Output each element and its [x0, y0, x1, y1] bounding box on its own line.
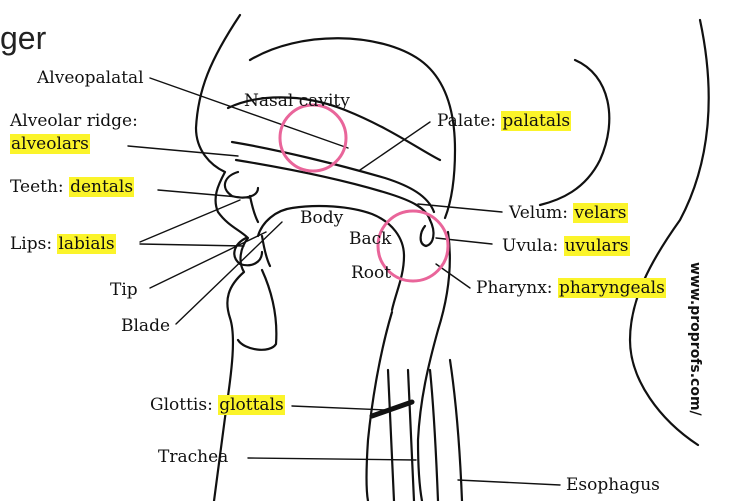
label-alveolars: alveolars: [10, 136, 90, 153]
watermark: www.proprofs.com/: [687, 262, 703, 416]
leader-alveopalatal: [150, 78, 348, 148]
label-esophagus: Esophagus: [566, 477, 660, 494]
leader-velum: [418, 204, 502, 212]
velum: [421, 220, 434, 246]
throat-front: [367, 312, 393, 501]
trachea-front: [388, 370, 394, 501]
leader-trachea: [248, 458, 416, 460]
esophagus-front: [430, 370, 438, 501]
leader-uvula: [436, 238, 492, 244]
label-tip: Tip: [110, 282, 138, 299]
label-glottals: glottals: [218, 395, 285, 415]
label-alveopalatal: Alveopalatal: [37, 70, 144, 87]
label-palatals: palatals: [501, 111, 571, 131]
leader-tip: [150, 232, 266, 288]
lower-lip: [234, 238, 262, 265]
label-body: Body: [300, 210, 343, 227]
label-pharynx: Pharynx: pharyngeals: [476, 280, 666, 297]
label-velum: Velum: velars: [509, 205, 628, 222]
trachea-back: [408, 370, 414, 501]
label-pharyngeals: pharyngeals: [558, 278, 666, 298]
label-uvulars: uvulars: [564, 236, 630, 256]
leader-esophagus: [458, 480, 560, 485]
label-palate: Palate: palatals: [437, 113, 571, 130]
label-blade: Blade: [121, 318, 170, 335]
leader-blade: [176, 222, 282, 324]
label-dentals: dentals: [69, 177, 134, 197]
leader-teeth: [158, 190, 250, 198]
upper-teeth: [250, 196, 258, 222]
leader-lips-lower: [140, 244, 244, 246]
label-alveolar-ridge: Alveolar ridge:: [10, 113, 138, 130]
label-glottis: Glottis: glottals: [150, 397, 285, 414]
leader-alveolar-ridge: [128, 146, 238, 156]
label-trachea: Trachea: [158, 449, 228, 466]
label-uvula: Uvula: uvulars: [502, 238, 630, 255]
jaw: [238, 270, 276, 350]
label-labials: labials: [57, 234, 115, 254]
hard-palate: [232, 142, 434, 212]
label-lips: Lips: labials: [10, 236, 116, 253]
head-outline: [196, 15, 248, 501]
label-nasal-cavity: Nasal cavity: [244, 93, 350, 110]
label-teeth: Teeth: dentals: [10, 179, 134, 196]
back-of-head: [540, 60, 609, 205]
leader-palate: [360, 122, 430, 170]
highlight-circle-palatal: [280, 105, 346, 171]
upper-lip: [225, 172, 258, 198]
title-fragment: ger: [0, 20, 46, 57]
label-velars: velars: [573, 203, 627, 223]
label-root: Root: [351, 265, 391, 282]
label-back: Back: [349, 231, 391, 248]
